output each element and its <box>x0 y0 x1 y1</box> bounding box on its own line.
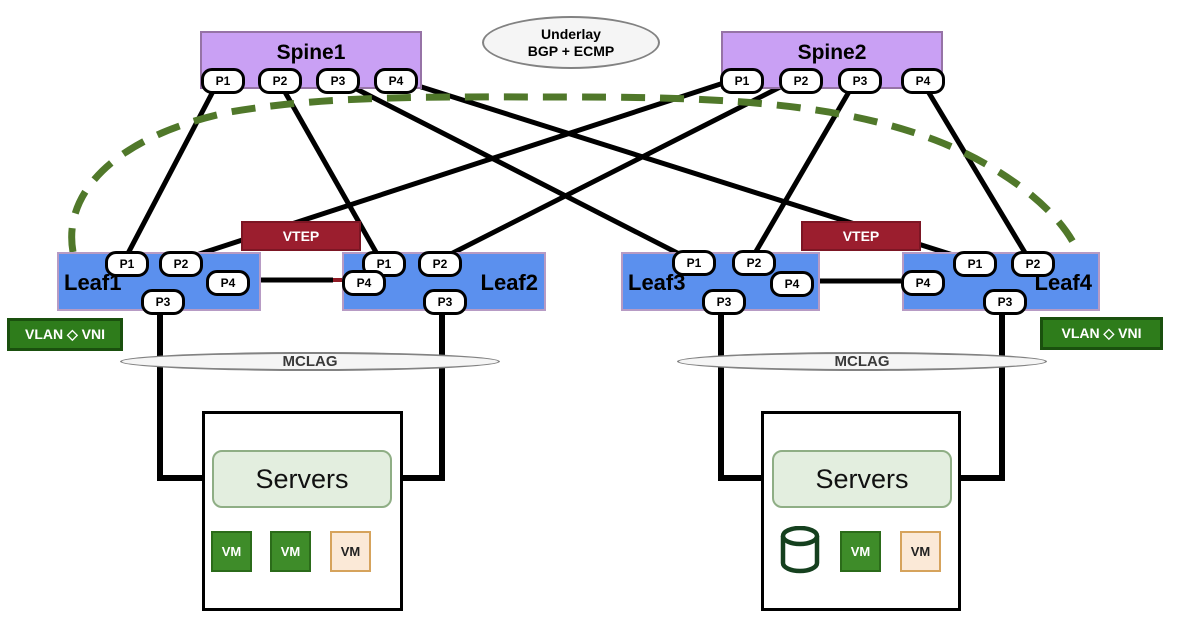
leaf2-port-p3: P3 <box>423 289 467 315</box>
spine1-port-p2: P2 <box>258 68 302 94</box>
server-box-left <box>202 411 403 611</box>
vm-chip: VM <box>270 531 311 572</box>
vxlan-tunnel-dashed-line <box>68 93 1082 254</box>
leaf4-port-p4: P4 <box>901 270 945 296</box>
spine2-port-p3: P3 <box>838 68 882 94</box>
vm-chip: VM <box>900 531 941 572</box>
vm-chip: VM <box>211 531 252 572</box>
leaf4-port-p1: P1 <box>953 251 997 277</box>
link-spine1p1-leaf1p1 <box>121 76 223 263</box>
spine2-label: Spine2 <box>797 41 867 64</box>
leaf1-port-p3: P3 <box>141 289 185 315</box>
leaf2-port-p4: P4 <box>342 270 386 296</box>
leaf3-port-p2: P2 <box>732 250 776 276</box>
spine1-label: Spine1 <box>276 41 346 64</box>
mclag-right-ellipse: MCLAG <box>677 352 1047 371</box>
vm-chip: VM <box>330 531 371 572</box>
link-spine1p3-leaf3p1 <box>333 75 693 263</box>
link-spine1p2-leaf2p1 <box>274 76 384 263</box>
vtep-left-box: VTEP <box>241 221 361 251</box>
spine1-port-p4: P4 <box>374 68 418 94</box>
leaf3-port-p1: P1 <box>672 250 716 276</box>
leaf4-port-p2: P2 <box>1011 251 1055 277</box>
vlan-vni-badge-left: VLAN ◇ VNI <box>7 318 123 351</box>
database-icon <box>780 526 820 574</box>
underlay-label-line1: Underlay <box>541 25 601 42</box>
leaf3-port-p4: P4 <box>770 271 814 297</box>
leaf1-port-p2: P2 <box>159 251 203 277</box>
vlan-vni-badge-right: VLAN ◇ VNI <box>1040 317 1163 350</box>
link-spine2p2-leaf2p2 <box>435 75 800 264</box>
link-spine2p4-leaf4p2 <box>917 76 1033 263</box>
leaf1-port-p4: P4 <box>206 270 250 296</box>
underlay-label-line2: BGP + ECMP <box>527 42 615 59</box>
spine2-port-p2: P2 <box>779 68 823 94</box>
spine1-port-p3: P3 <box>316 68 360 94</box>
mclag-left-ellipse: MCLAG <box>120 352 500 371</box>
server-box-right <box>761 411 961 611</box>
servers-label-right: Servers <box>772 450 952 508</box>
leaf3-label: Leaf3 <box>628 270 686 295</box>
vtep-right-box: VTEP <box>801 221 921 251</box>
leaf4-port-p3: P3 <box>983 289 1027 315</box>
leaf2-label: Leaf2 <box>480 270 538 295</box>
leaf1-port-p1: P1 <box>105 251 149 277</box>
underlay-ellipse: Underlay BGP + ECMP <box>482 16 660 69</box>
vm-chip: VM <box>840 531 881 572</box>
leaf2-port-p2: P2 <box>418 251 462 277</box>
spine2-port-p1: P1 <box>720 68 764 94</box>
spine2-port-p4: P4 <box>901 68 945 94</box>
leaf3-port-p3: P3 <box>702 289 746 315</box>
servers-label-left: Servers <box>212 450 392 508</box>
spine1-port-p1: P1 <box>201 68 245 94</box>
link-spine2p3-leaf3p2 <box>748 76 860 262</box>
